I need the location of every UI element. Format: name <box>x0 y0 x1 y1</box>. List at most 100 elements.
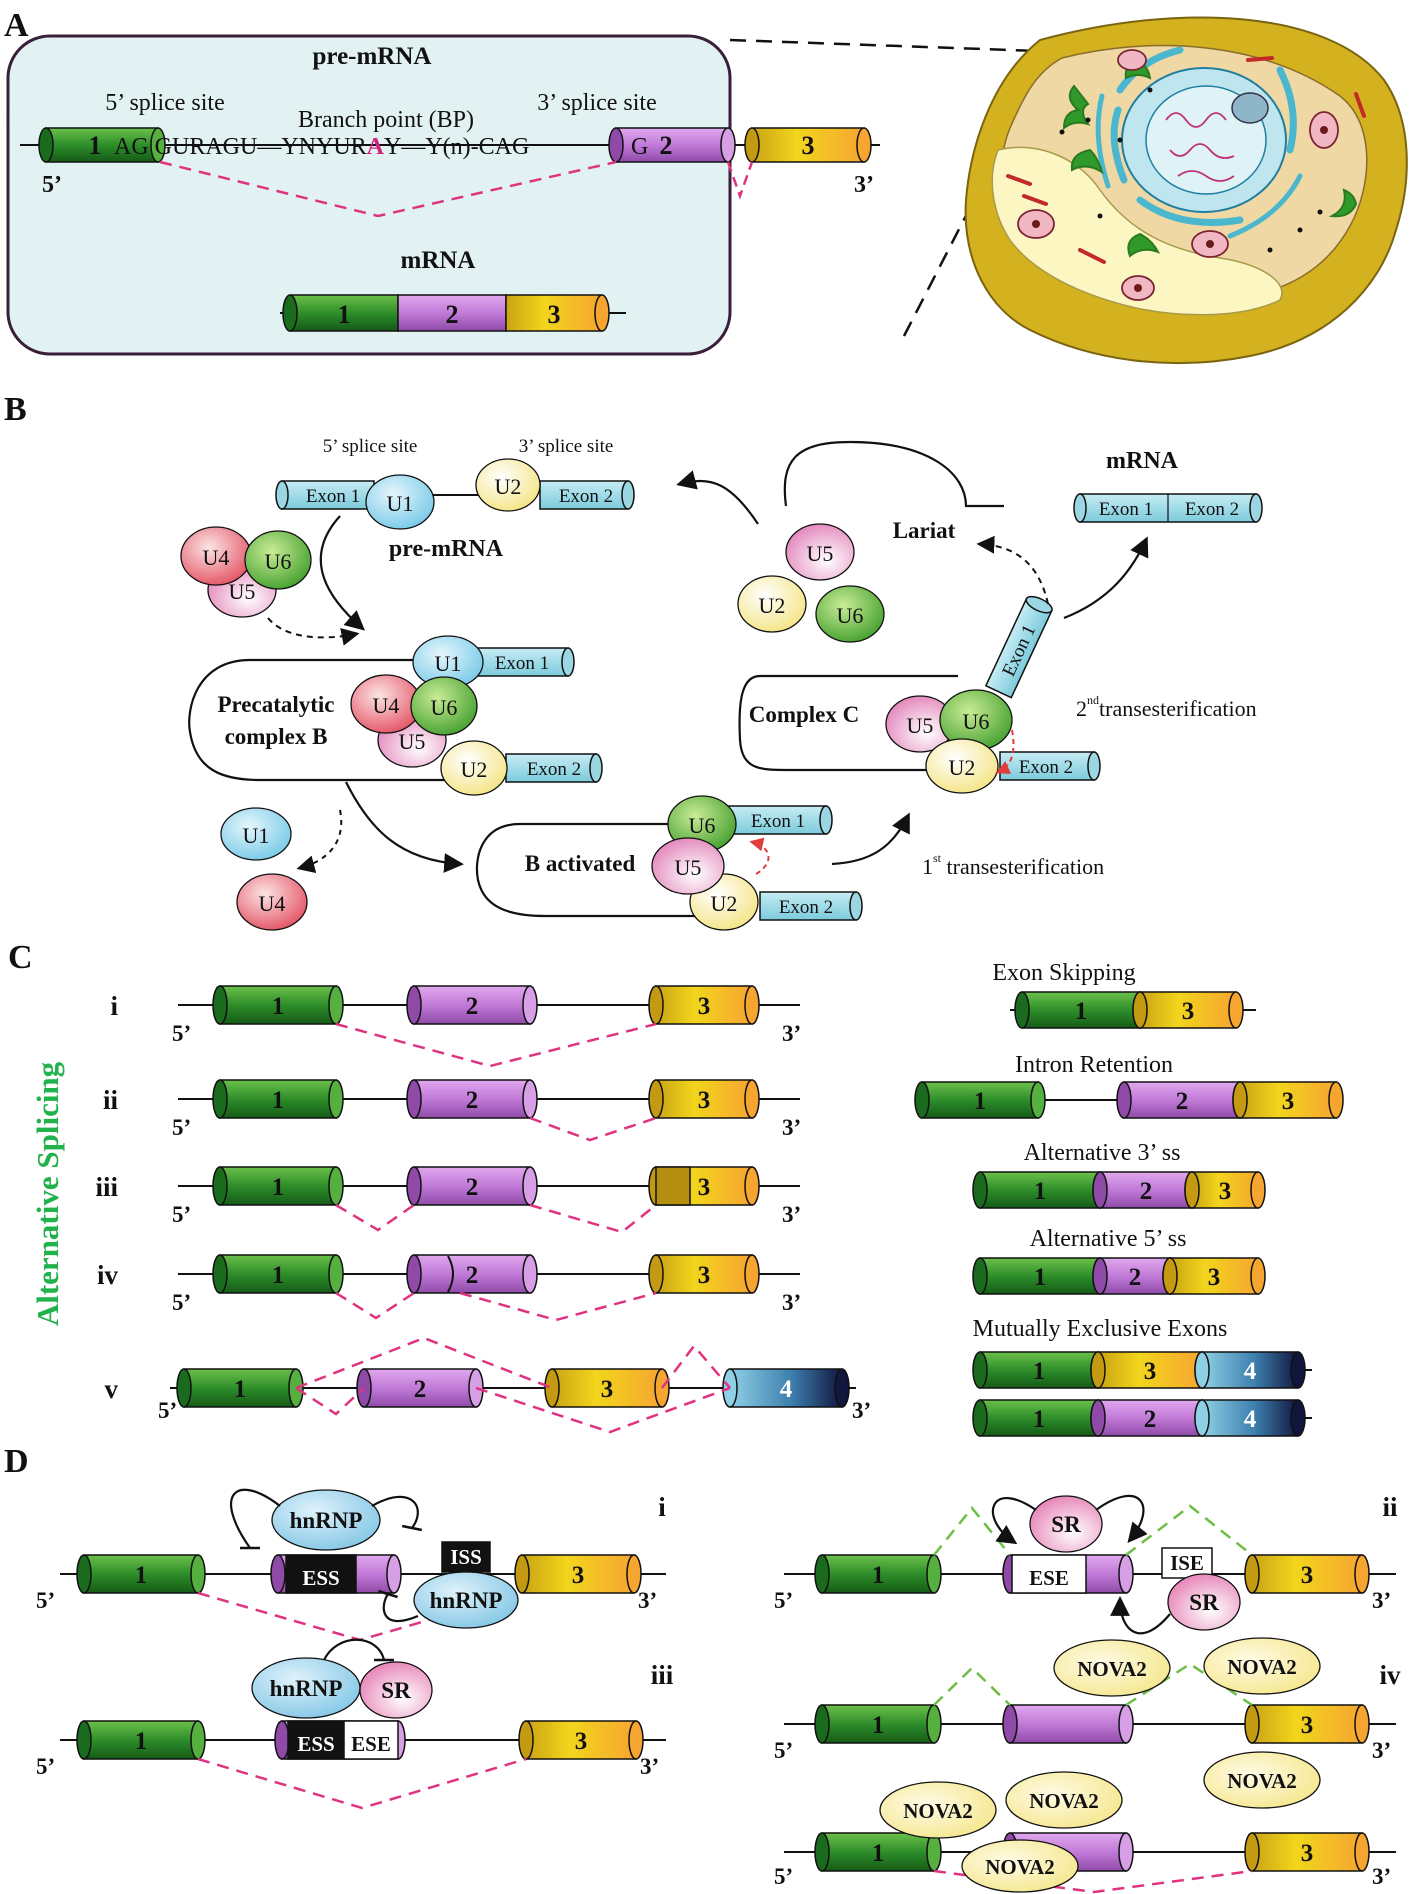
c-res-1-exon-3: 3 <box>1132 991 1244 1029</box>
d-i-exon-3-right-cap <box>626 1554 642 1594</box>
c-iii-splice-b <box>529 1203 657 1234</box>
c-iv-exon-3-label: 3 <box>698 1262 711 1289</box>
mrna-title: mRNA <box>401 247 476 274</box>
d-iii-ese-box <box>343 1720 399 1760</box>
mrna-exon-1: 1 <box>338 300 351 329</box>
d-ii-ese-box <box>1011 1554 1087 1594</box>
complex-b-exon-1-label: Exon 1 <box>495 653 549 674</box>
a-sequence: AG GURAGU—YNYURAY—Y(n)-CAG <box>114 134 529 160</box>
c-iv-end-3: 3’ <box>782 1290 801 1315</box>
complex-b-line-1: Precatalytic <box>217 692 334 717</box>
c-v-exon-4-label: 4 <box>780 1376 793 1403</box>
c-res-1-exon-1-left-cap <box>1014 991 1030 1029</box>
d-ii-sr-top <box>1029 1495 1103 1553</box>
a-exon-2-label: 2 <box>660 131 673 160</box>
c-to-mrna-arrow <box>1063 536 1149 620</box>
c-v-exon-3: 3 <box>544 1368 670 1408</box>
c-iv-exon-2-left-cap <box>406 1254 422 1294</box>
c-row-v: v <box>105 1374 119 1404</box>
alt-splicing-label: Alternative Splicing <box>30 1061 65 1326</box>
b-release-arrow <box>296 809 343 873</box>
c-res-2-exon-1: 1 <box>914 1081 1046 1119</box>
c-v-exon-4-right-cap <box>834 1368 850 1408</box>
c-res-3-exon-1-body <box>979 1171 1101 1209</box>
c-res-2-exon-3-label: 3 <box>1282 1088 1295 1115</box>
d-ii-end-5: 5’ <box>774 1588 793 1613</box>
d-i-exon-1-label: 1 <box>135 1562 148 1589</box>
c-i-exon-3: 3 <box>648 985 760 1025</box>
zoom-line-top <box>729 38 1067 54</box>
d-iii-exon-3-label: 3 <box>575 1728 588 1755</box>
c-res-2-exon-2-left-cap <box>1116 1081 1132 1119</box>
panel-a-box <box>6 34 732 356</box>
d-iv-a-exon-3-body <box>1251 1704 1363 1744</box>
c-res-4-exon-1: 1 <box>972 1257 1108 1295</box>
lariat-to-pre-arrow <box>676 470 759 525</box>
d-i-exon-3: 3 <box>514 1554 642 1594</box>
a-exon-3 <box>744 127 872 163</box>
d-iv-b-nova2-3-label: NOVA2 <box>985 1855 1055 1879</box>
first-trans-num: 1 <box>922 854 933 879</box>
c-iv-exon-2-right-cap <box>522 1254 538 1294</box>
c-iv-exon-1: 1 <box>212 1254 344 1294</box>
c-result-alt-5ss: Alternative 5’ ss <box>1030 1226 1187 1252</box>
d-iv-b-exon-1-left-cap <box>814 1832 830 1872</box>
b-activated-exon-2-label: Exon 2 <box>779 897 833 918</box>
b-lariat-u5 <box>785 523 855 581</box>
c-res-5a-exon-4-left-cap <box>1194 1351 1210 1389</box>
b-lariat-u2 <box>737 575 807 633</box>
c-res-2-exon-1-left-cap <box>914 1081 930 1119</box>
c-res-4-exon-1-left-cap <box>972 1257 988 1295</box>
d-ii-exon-3: 3 <box>1244 1554 1370 1594</box>
d-iv-a-exon-3-label: 3 <box>1301 1712 1314 1739</box>
pre-mrna-title: pre-mRNA <box>313 43 432 70</box>
second-trans-num: 2 <box>1076 696 1087 721</box>
c-v-exon-1: 1 <box>176 1368 304 1408</box>
c-v-end-5: 5’ <box>158 1398 177 1423</box>
c-res-2-exon-1-label: 1 <box>974 1088 987 1115</box>
c-i-exon-2-left-cap <box>406 985 422 1025</box>
c-res-5a-exon-1-left-cap <box>972 1351 988 1389</box>
c-iv-splice-b <box>459 1291 657 1322</box>
complex-b-u1-label: U1 <box>435 651 462 676</box>
a-splice-line-2 <box>726 161 754 200</box>
d-i-inhibit-bottom <box>382 1593 419 1623</box>
three-splice-site-label: 3’ splice site <box>537 90 657 116</box>
d-iv-a-nova2-2 <box>1203 1637 1321 1695</box>
c-res-3-exon-1: 1 <box>972 1171 1108 1209</box>
d-iii-exon-3-body <box>525 1720 637 1760</box>
c-v-exon-3-body <box>551 1368 663 1408</box>
d-i-exon-3-left-cap <box>514 1554 530 1594</box>
c-res-3-exon-2-label: 2 <box>1140 1178 1153 1205</box>
mrna-exon-2: 2 <box>446 300 459 329</box>
d-ii-exon-3-label: 3 <box>1301 1562 1314 1589</box>
c-iii-splice-a <box>335 1203 415 1232</box>
d-iv-a-exon-3: 3 <box>1244 1704 1370 1744</box>
c-ii-exon-1-right-cap <box>328 1079 344 1119</box>
c-v-splice-d <box>661 1344 731 1389</box>
a-end-3: 3’ <box>854 172 874 198</box>
complex-c-red-arrow <box>995 729 1015 775</box>
c-i-exon-2: 2 <box>406 985 538 1025</box>
complex-b-u2 <box>440 740 508 796</box>
d-iii-ess-label: ESS <box>297 1732 334 1756</box>
b-released-u1-label: U1 <box>243 823 270 848</box>
complex-c-u2-label: U2 <box>949 755 976 780</box>
d-iii-exon-3: 3 <box>518 1720 644 1760</box>
b-arrow-to-complex-b <box>319 515 365 631</box>
cell-illustration <box>964 16 1408 365</box>
first-trans-text: transesterification <box>941 854 1104 879</box>
c-res-3-exon-3-label: 3 <box>1219 1178 1232 1205</box>
d-iii-hnrnp-label: hnRNP <box>270 1676 343 1701</box>
panel-c-letter: C <box>8 939 33 976</box>
c-iv-exon-1-label: 1 <box>272 1262 285 1289</box>
b-released-u1 <box>220 807 292 861</box>
d-iv-b-nova2-3 <box>961 1839 1079 1893</box>
d-i-inhibit-bottom-bar <box>378 1589 398 1599</box>
c-res-5b-exon-4-right-cap <box>1290 1399 1306 1437</box>
c-iv-exon-3-body <box>655 1254 753 1294</box>
d-i-inhibit-right-bar <box>401 1524 423 1532</box>
d-ii-sr-top-label: SR <box>1051 1512 1081 1537</box>
seq-end: Y—Y(n)-CAG <box>384 134 529 160</box>
